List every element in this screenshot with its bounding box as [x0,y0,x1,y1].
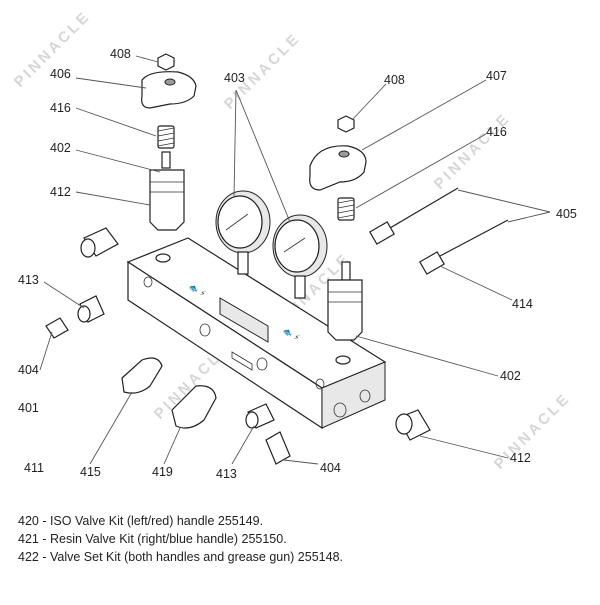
callout-407: 407 [486,69,507,83]
callout-411: 411 [24,461,44,475]
callout-419: 419 [152,465,173,479]
left-spring [157,125,175,149]
kit-note-420: 420 - ISO Valve Kit (left/red) handle 25… [18,514,264,528]
callout-412-left: 412 [50,185,71,199]
callout-408-right: 408 [384,73,405,87]
callout-402-left: 402 [50,141,71,155]
callout-412-right: 412 [510,451,531,465]
callout-413-bottom: 413 [216,467,237,481]
leader-lines [39,55,551,465]
right-spring [337,197,355,221]
fitting-404-left [45,317,69,339]
manifold-block: 🐟 ⚡ 🐟 ⚡ [126,237,387,430]
kit-note-421: 421 - Resin Valve Kit (right/blue handle… [18,532,287,546]
right-valve-handle [309,145,367,191]
right-valve-cartridge [327,261,363,341]
left-valve-cartridge [149,151,185,231]
callout-404-bottom: 404 [320,461,341,475]
left-handle-nut [157,53,175,71]
elbow-419 [171,385,217,429]
callout-401: 401 [18,401,39,415]
fitting-412-left [80,227,119,258]
callout-402-right: 402 [500,369,521,383]
callout-406: 406 [50,67,71,81]
callout-404-left: 404 [18,363,39,377]
kit-notes: 420 - ISO Valve Kit (left/red) handle 25… [18,512,343,566]
probe-lower [419,219,509,275]
callout-416-right: 416 [486,125,507,139]
svg-text:PINNACLE: PINNACLE [491,390,574,473]
elbow-415 [121,357,163,394]
fitting-413-bottom [245,403,275,429]
callout-405: 405 [556,207,577,221]
kit-note-422: 422 - Valve Set Kit (both handles and gr… [18,550,343,564]
fitting-404-bottom [265,431,291,465]
callout-413-left: 413 [18,273,39,287]
svg-text:PINNACLE: PINNACLE [431,110,514,193]
gauge-left [215,190,271,275]
callout-416-left: 416 [50,101,71,115]
callout-403: 403 [224,71,245,85]
callout-415: 415 [80,465,101,479]
callout-414: 414 [512,297,533,311]
probe-upper [369,187,459,245]
callout-labels: 408 406 416 402 412 413 404 401 411 415 … [18,47,577,481]
gauge-right [272,214,328,299]
callout-408-left: 408 [110,47,131,61]
right-handle-nut [337,115,355,133]
fitting-413-left [77,295,105,323]
fitting-412-right [395,409,431,441]
left-valve-handle [141,71,197,109]
